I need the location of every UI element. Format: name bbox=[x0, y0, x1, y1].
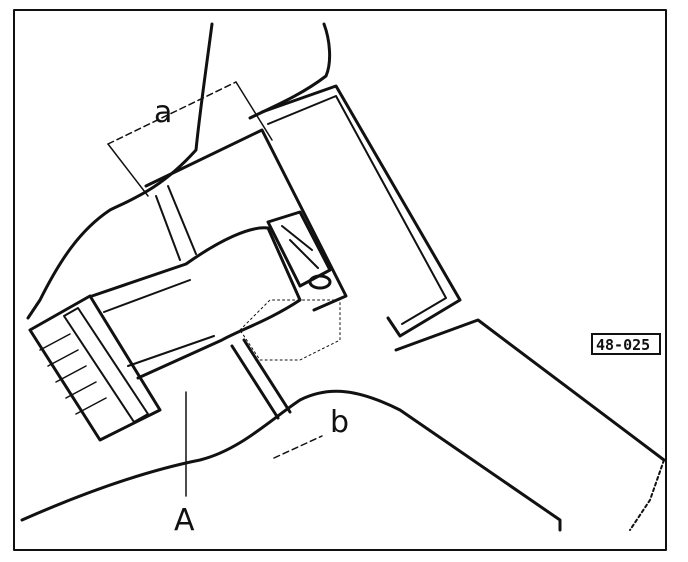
shaft-nut bbox=[266, 210, 332, 288]
hub-web bbox=[155, 185, 197, 261]
lower-arm-outline bbox=[394, 318, 666, 462]
drawing-frame bbox=[13, 9, 667, 551]
part-A-label: A bbox=[174, 503, 195, 538]
hub-flange bbox=[144, 128, 348, 312]
bearing-housing bbox=[28, 294, 162, 442]
lower-pin bbox=[230, 338, 292, 420]
dimension-a-ext-left bbox=[107, 143, 149, 197]
section-hatch bbox=[239, 299, 341, 361]
cover-plate-inner bbox=[267, 95, 447, 325]
dimension-a-line bbox=[107, 81, 237, 145]
reference-code: 48-025 bbox=[596, 336, 650, 354]
cover-plate bbox=[260, 84, 462, 338]
dimension-b-label: b bbox=[330, 405, 349, 440]
shaft-body bbox=[90, 226, 302, 380]
dimension-b-line bbox=[273, 435, 323, 459]
lower-arm-end bbox=[629, 459, 665, 531]
nut-washer bbox=[308, 274, 332, 290]
reference-code-box bbox=[591, 333, 661, 355]
housing-upper-outline bbox=[26, 22, 214, 320]
dimension-a-ext-right bbox=[235, 81, 273, 141]
dimension-a-label: a bbox=[154, 95, 172, 130]
nut-detail bbox=[281, 225, 319, 269]
housing-lower-outline bbox=[20, 389, 562, 532]
shaft-inner-line bbox=[103, 279, 215, 367]
bearing-inner bbox=[63, 307, 149, 423]
bearing-ribs bbox=[39, 333, 107, 415]
